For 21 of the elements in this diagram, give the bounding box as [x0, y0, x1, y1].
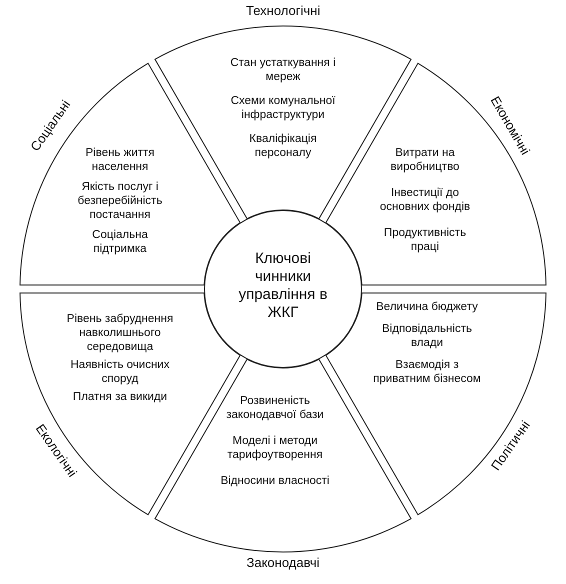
factor-text: Інвестиції до основних фондів: [378, 186, 472, 214]
factor-text: Моделі і методи тарифоутворення: [226, 434, 324, 462]
factor-text: Відповідальність влади: [381, 322, 473, 350]
sector-heading: Технологічні: [246, 2, 320, 18]
factor-text: Платня за викиди: [72, 390, 168, 404]
factor-text: Рівень життя населення: [84, 146, 156, 174]
factor-text: Схеми комунальної інфраструктури: [230, 94, 336, 122]
factor-text: Наявність очисних споруд: [70, 358, 170, 386]
factor-text: Відносини власності: [220, 474, 330, 488]
sector-heading: Законодавчі: [246, 554, 320, 570]
factor-text: Величина бюджету: [375, 300, 479, 314]
factor-text: Соціальна підтримка: [91, 228, 149, 256]
factor-text: Кваліфікація персоналу: [248, 132, 318, 160]
factor-text: Взаємодія з приватним бізнесом: [372, 358, 482, 386]
factor-text: Рівень забруднення навколишнього середовища: [66, 312, 174, 354]
center-label: Ключові чинники управління в ЖКГ: [238, 250, 328, 322]
factor-text: Витрати на виробництво: [390, 146, 460, 174]
factor-text: Стан устаткування і мереж: [229, 56, 337, 84]
factor-text: Розвиненість законодавчої бази: [225, 394, 325, 422]
factor-text: Якість послуг і безперебійність постачання: [76, 180, 164, 222]
factor-text: Продуктивність праці: [382, 226, 468, 254]
